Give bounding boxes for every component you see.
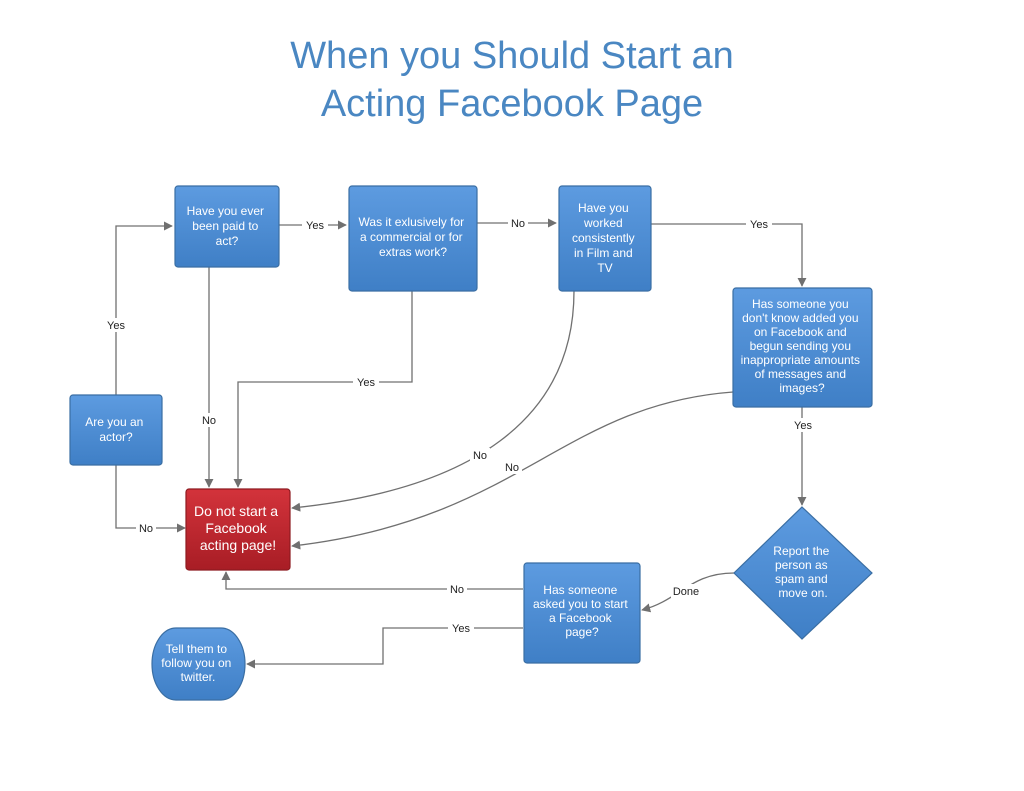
node-report-spam: Report the person as spam and move on. [733,506,873,640]
edge-label-paid-no: No [202,415,216,427]
svg-text:Tell them to follow you: Tell them to follow you on twitter. [161,642,234,684]
edge-actor-no [115,465,186,533]
edge-label-paid-yes: Yes [306,220,324,232]
svg-text:Are you an actor?: Are you an actor? [85,415,146,444]
edge-asked-yes [246,627,523,669]
svg-text:Has someone asked you to: Has someone asked you to start a Faceboo… [533,583,631,639]
node-paid-to-act: Have you ever been paid to act? [174,185,280,268]
node-stranger-messages: Has someone you don't know added you on … [732,287,873,408]
edge-label-actor-yes: Yes [107,320,125,332]
edge-stranger-no [291,391,734,550]
edge-label-report-done: Done [673,586,699,598]
node-commercial-or-extras: Was it exlusively for a commercial or fo… [348,185,478,292]
node-follow-on-twitter: Tell them to follow you on twitter. [151,627,246,701]
edge-label-film-no: No [473,450,487,462]
edge-label-commercial-yes: Yes [357,377,375,389]
edge-label-stranger-yes: Yes [794,420,812,432]
svg-text:Has someone you don't kn: Has someone you don't know added you on … [741,297,864,395]
edge-label-film-yes: Yes [750,219,768,231]
edge-label-commercial-no: No [511,218,525,230]
svg-text:Have you worked co: Have you worked consistently in Film and… [572,201,638,275]
edge-label-asked-yes: Yes [452,623,470,635]
node-do-not-start: Do not start a Facebook acting page! [185,488,291,571]
edge-film-yes [651,223,807,287]
edge-label-stranger-no: No [505,462,519,474]
edge-label-actor-no: No [139,523,153,535]
svg-text:Do not start a Facebook: Do not start a Facebook acting page! [194,503,282,553]
title-line-1: When you Should Start an [290,35,734,77]
node-are-you-an-actor: Are you an actor? [69,394,163,466]
node-film-and-tv: Have you worked consistently in Film and… [558,185,652,292]
edge-asked-no [221,571,523,590]
svg-text:Was it exlusively for a: Was it exlusively for a commercial or fo… [359,215,468,259]
node-asked-to-start: Has someone asked you to start a Faceboo… [523,562,641,664]
diagram-title: When you Should Start an Acting Facebook… [0,32,1024,128]
edge-film-no [291,290,575,512]
edge-labels: Yes No Yes No No Yes Yes No Yes No Done … [104,216,816,635]
title-line-2: Acting Facebook Page [320,83,704,125]
svg-text:Have you ever been paid: Have you ever been paid to act? [187,204,268,248]
svg-text:Report the person as: Report the person as spam and move on. [773,544,832,600]
edge-commercial-yes [233,291,413,488]
edge-actor-yes [115,221,173,395]
edge-label-asked-no: No [450,584,464,596]
